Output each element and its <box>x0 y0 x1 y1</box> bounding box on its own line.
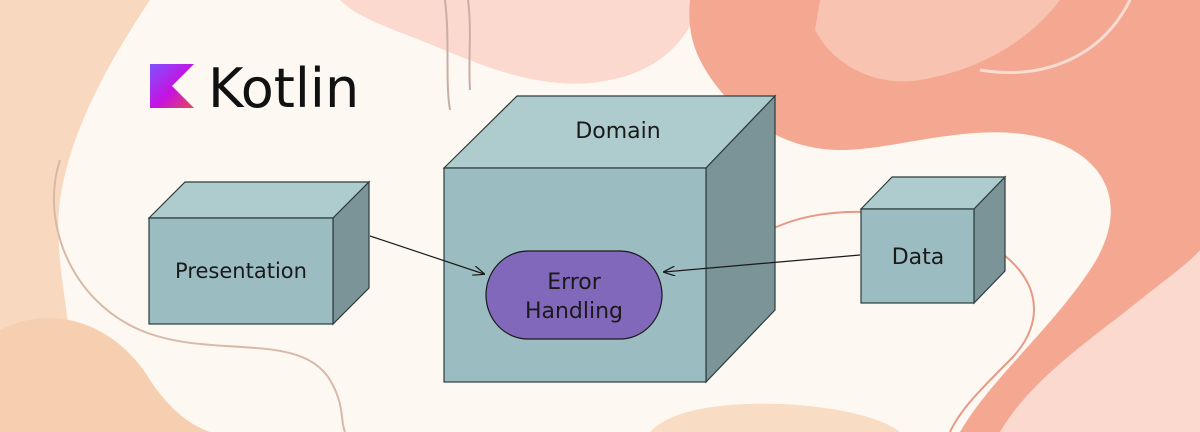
data-cube: Data <box>859 175 1007 305</box>
kotlin-brand: Kotlin <box>150 57 359 120</box>
background-blob-top <box>340 0 700 84</box>
error-handling-shape <box>485 250 663 340</box>
background-curve-white <box>979 0 1132 74</box>
background-curve-top <box>444 0 451 111</box>
domain-label: Domain <box>575 119 660 144</box>
kotlin-logo-icon <box>150 64 194 108</box>
presentation-cube-front <box>148 217 334 325</box>
presentation-label: Presentation <box>175 259 307 283</box>
background-blob-bottom-right <box>1000 250 1200 432</box>
background-curve-left <box>52 159 346 432</box>
background-blob-peach-lower <box>0 318 210 432</box>
brand-name: Kotlin <box>208 57 359 120</box>
domain-cube: Domain <box>442 94 777 384</box>
arrow-data-to-error-handling <box>664 254 861 272</box>
error-handling-node: Error Handling <box>485 250 663 340</box>
error-handling-label-line1: Error <box>547 270 602 295</box>
presentation-cube: Presentation <box>147 180 371 326</box>
background-blob-bottom-center <box>650 403 900 432</box>
background-blob-salmon <box>689 0 1200 432</box>
data-label: Data <box>892 245 945 270</box>
background-curve-right <box>769 210 1035 432</box>
error-handling-label-line2: Handling <box>525 299 623 324</box>
presentation-cube-top <box>147 181 371 219</box>
background-blob-salmon-light <box>815 0 1060 82</box>
data-cube-front <box>860 208 975 304</box>
arrow-presentation-to-error-handling <box>369 235 484 274</box>
background-curve-top-2 <box>467 0 471 91</box>
